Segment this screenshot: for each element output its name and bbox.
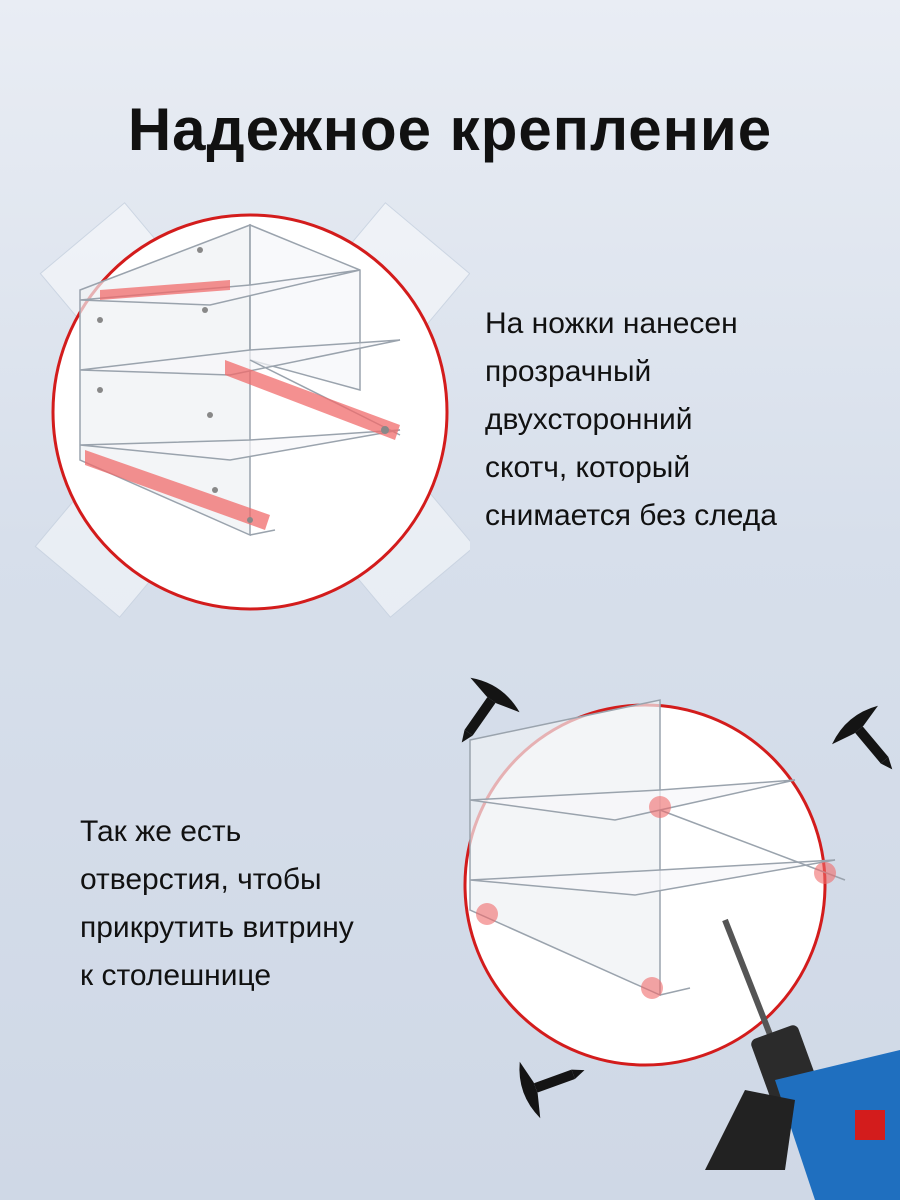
caption-line: скотч, который xyxy=(485,451,691,484)
caption-line: снимается без следа xyxy=(485,499,777,532)
screw-illustration xyxy=(461,677,900,1200)
caption-line: На ножки нанесен xyxy=(485,307,738,340)
caption-line: Так же есть xyxy=(80,815,242,848)
screw-icon xyxy=(461,677,893,1119)
caption-line: прикрутить витрину xyxy=(80,911,354,944)
shelf-drawing xyxy=(469,699,846,997)
screw-caption: Так же есть отверстия, чтобы прикрутить … xyxy=(80,808,354,1000)
tape-highlight xyxy=(85,280,400,530)
tape-caption: На ножки нанесен прозрачный двухсторонни… xyxy=(485,300,777,540)
drill-icon xyxy=(705,918,900,1200)
page-title: Надежное крепление xyxy=(127,96,773,164)
tape-illustration xyxy=(34,202,470,618)
shelf-drawing xyxy=(79,223,401,537)
caption-line: к столешнице xyxy=(80,959,272,992)
caption-line: прозрачный xyxy=(485,355,652,388)
hole-highlights xyxy=(476,796,836,999)
caption-line: отверстия, чтобы xyxy=(80,863,322,896)
tape-icon xyxy=(34,202,470,618)
caption-line: двухсторонний xyxy=(485,403,693,436)
hole-dots xyxy=(97,247,389,523)
